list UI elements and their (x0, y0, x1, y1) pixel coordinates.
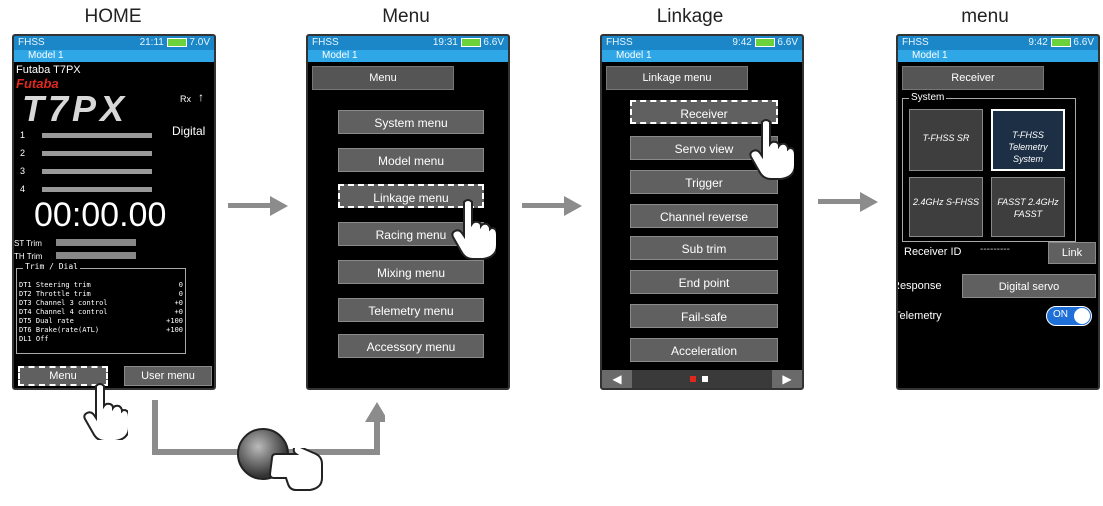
channel-label: 2 (20, 148, 26, 158)
channel-bar (42, 133, 152, 138)
linkage-item-fail-safe[interactable]: Fail-safe (630, 304, 778, 328)
next-arrow-icon (522, 196, 582, 216)
linkage-item-channel-reverse[interactable]: Channel reverse (630, 204, 778, 228)
battery-icon (166, 37, 187, 47)
next-arrow-icon (818, 192, 878, 212)
menu-item-racing[interactable]: Racing menu (338, 222, 484, 246)
model-name: Model 1 (14, 50, 214, 62)
linkage-item-end-point[interactable]: End point (630, 270, 778, 294)
model-name: Model 1 (602, 50, 802, 62)
system-option-sfhss[interactable]: 2.4GHz S-FHSS (909, 177, 983, 237)
receiver-header: Receiver (902, 66, 1044, 90)
caption-menu: Menu (382, 6, 430, 27)
page-indicator (702, 376, 708, 382)
status-bar: FHSS 9:42 6.6V (602, 36, 802, 50)
menu-item-mixing[interactable]: Mixing menu (338, 260, 484, 284)
channel-bar (42, 169, 152, 174)
menu-item-system[interactable]: System menu (338, 110, 484, 134)
menu-item-linkage[interactable]: Linkage menu (336, 182, 486, 210)
futaba-logo: Futaba (16, 76, 59, 91)
st-trim-label: ST Trim (14, 239, 42, 248)
caption-receiver: menu (961, 6, 1009, 27)
menu-item-model[interactable]: Model menu (338, 148, 484, 172)
menu-screen: FHSS 19:31 6.6V Model 1 Menu System menu… (306, 34, 510, 390)
response-label: Response (896, 280, 942, 292)
next-arrow-icon (228, 196, 288, 216)
th-trim-bar (56, 252, 136, 259)
battery-icon (1050, 37, 1071, 47)
status-bar: FHSS 9:42 6.6V (898, 36, 1098, 50)
menu-item-telemetry[interactable]: Telemetry menu (338, 298, 484, 322)
linkage-screen: FHSS 9:42 6.6V Model 1 Linkage menu Rece… (600, 34, 804, 390)
page-indicator (690, 376, 696, 382)
menu-button[interactable]: Menu (16, 364, 110, 388)
toggle-knob (1074, 308, 1090, 324)
menu-item-accessory[interactable]: Accessory menu (338, 334, 484, 358)
model-name: Model 1 (308, 50, 508, 62)
model-title: T7PX (22, 88, 129, 129)
receiver-id-value: --------- (980, 244, 1010, 255)
timer[interactable]: 00:00.00 (34, 196, 167, 234)
linkage-item-sub-trim[interactable]: Sub trim (630, 236, 778, 260)
system-panel: System T-FHSS SR T-FHSS Telemetry System… (902, 92, 1076, 242)
telemetry-toggle-label: ON (1053, 309, 1068, 320)
response-select[interactable]: Digital servo (962, 274, 1096, 298)
hand-pointer-icon (749, 119, 794, 180)
channel-bar (42, 187, 152, 192)
system-option-tfhss-sr[interactable]: T-FHSS SR (909, 109, 983, 171)
linkage-item-acceleration[interactable]: Acceleration (630, 338, 778, 362)
hand-pointer-icon (451, 199, 496, 260)
telemetry-toggle[interactable]: ON (1046, 306, 1092, 326)
linkage-item-trigger[interactable]: Trigger (630, 170, 778, 194)
system-option-fasst[interactable]: FASST 2.4GHz FASST (991, 177, 1065, 237)
receiver-id-label: Receiver ID (904, 246, 962, 258)
system-panel-title: System (909, 92, 947, 103)
receiver-screen: FHSS 9:42 6.6V Model 1 Receiver System T… (896, 34, 1100, 390)
status-bar: FHSS 21:11 7.0V (14, 36, 214, 50)
brand-text: Futaba T7PX (16, 64, 81, 76)
rx-label: Rx (180, 94, 191, 104)
st-trim-bar (56, 239, 136, 246)
battery-icon (460, 37, 481, 47)
caption-home: HOME (84, 6, 142, 27)
linkage-header: Linkage menu (606, 66, 748, 90)
antenna-icon: ↑ (198, 90, 204, 104)
th-trim-label: TH Trim (14, 252, 43, 261)
servo-type: Digital (172, 124, 206, 138)
channel-label: 4 (20, 184, 26, 194)
telemetry-label: Telemetry (896, 310, 942, 322)
next-page-button[interactable]: ▶ (772, 370, 802, 388)
model-name: Model 1 (898, 50, 1098, 62)
hand-pointer-icon (268, 448, 323, 491)
page-footer: ◀ ▶ (602, 370, 802, 388)
voltage: 7.0V (189, 37, 210, 48)
clock: 21:11 (139, 37, 164, 48)
trim-dial-title: Trim / Dial (23, 262, 80, 271)
link-button[interactable]: Link (1048, 242, 1096, 264)
caption-linkage: Linkage (656, 6, 724, 27)
channel-label: 3 (20, 166, 26, 176)
prev-page-button[interactable]: ◀ (602, 370, 632, 388)
system-option-tfhss[interactable]: T-FHSS Telemetry System (991, 109, 1065, 171)
system-label: FHSS (18, 37, 45, 48)
menu-header: Menu (312, 66, 454, 90)
hand-pointer-icon (83, 383, 128, 440)
home-screen: FHSS 21:11 7.0V Model 1 Futaba T7PX Futa… (12, 34, 216, 390)
battery-icon (754, 37, 775, 47)
status-bar: FHSS 19:31 6.6V (308, 36, 508, 50)
channel-bar (42, 151, 152, 156)
linkage-item-receiver[interactable]: Receiver (628, 98, 780, 126)
channel-label: 1 (20, 130, 26, 140)
user-menu-button[interactable]: User menu (124, 366, 212, 386)
